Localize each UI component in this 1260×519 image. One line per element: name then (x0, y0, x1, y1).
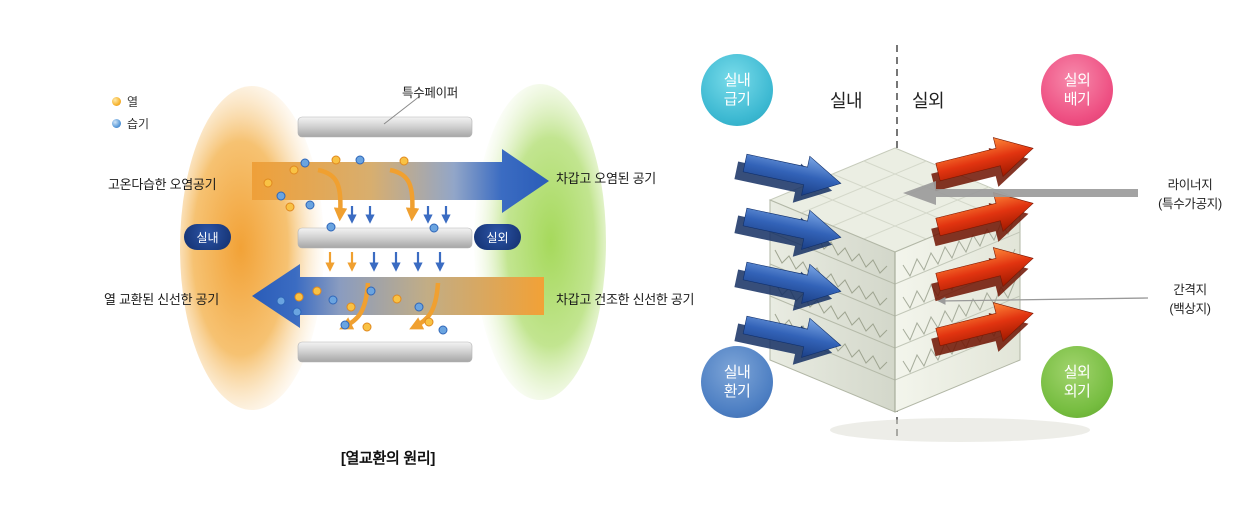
transfer-arrows-top (317, 167, 451, 224)
supply-badge-line2: 급기 (723, 91, 751, 108)
outdoor-pill-badge: 실외 (474, 224, 521, 250)
supply-air-arrows (734, 153, 842, 365)
exhaust-air-arrows (931, 137, 1034, 357)
liner-annotation-line1: 라이너지 (1167, 178, 1213, 192)
liner-annotation: 라이너지 (특수가공지) (1142, 176, 1238, 214)
spacer-annotation-line1: 간격지 (1173, 283, 1207, 297)
paper-bars (297, 116, 473, 363)
legend-item-heat: 열 (112, 93, 149, 110)
paper-pointer-line (383, 95, 421, 125)
top-flow-arrow (252, 149, 549, 213)
heat-dot-icon (112, 97, 121, 106)
liner-pointer-arrow (903, 181, 1138, 205)
spacer-annotation: 간격지 (백상지) (1142, 281, 1238, 319)
exhaust-badge-line2: 배기 (1063, 91, 1091, 108)
top-flow-left-label: 고온다습한 오염공기 (108, 177, 217, 192)
indoor-pill-badge: 실내 (184, 224, 231, 250)
principle-graphic (180, 84, 606, 410)
fresh-badge-line2: 외기 (1063, 383, 1091, 400)
legend: 열 습기 (112, 93, 149, 132)
legend-item-moisture: 습기 (112, 115, 149, 132)
bottom-flow-right-label: 차갑고 건조한 신선한 공기 (556, 292, 695, 307)
return-badge-line1: 실내 (723, 363, 751, 381)
special-paper-label: 특수페이퍼 (402, 86, 459, 100)
moisture-dots (276, 155, 448, 335)
cube-shadow (830, 418, 1090, 442)
spacer-pointer-line (937, 297, 1149, 305)
fresh-badge: 실외 외기 (1041, 346, 1113, 418)
figure-caption: [열교환의 원리] (340, 450, 436, 467)
zone-label-indoor: 실내 (830, 91, 863, 111)
exhaust-badge: 실외 배기 (1041, 54, 1113, 126)
legend-heat-label: 열 (127, 95, 139, 109)
exhaust-badge-line1: 실외 (1063, 71, 1091, 89)
exchanger-graphic (734, 45, 1149, 442)
top-flow-right-label: 차갑고 오염된 공기 (556, 171, 656, 186)
spacer-annotation-line2: (백상지) (1169, 301, 1211, 316)
bottom-flow-left-label: 열 교환된 신선한 공기 (104, 292, 219, 307)
return-badge: 실내 환기 (701, 346, 773, 418)
zone-label-outdoor: 실외 (912, 91, 945, 111)
moisture-dot-icon (112, 119, 121, 128)
return-badge-line2: 환기 (723, 383, 751, 400)
transfer-arrows-middle (325, 252, 445, 272)
fresh-badge-line1: 실외 (1063, 363, 1091, 381)
supply-badge: 실내 급기 (701, 54, 773, 126)
supply-badge-line1: 실내 (723, 71, 751, 89)
heat-dots (263, 155, 434, 332)
liner-annotation-line2: (특수가공지) (1158, 196, 1222, 211)
legend-moisture-label: 습기 (127, 117, 150, 131)
